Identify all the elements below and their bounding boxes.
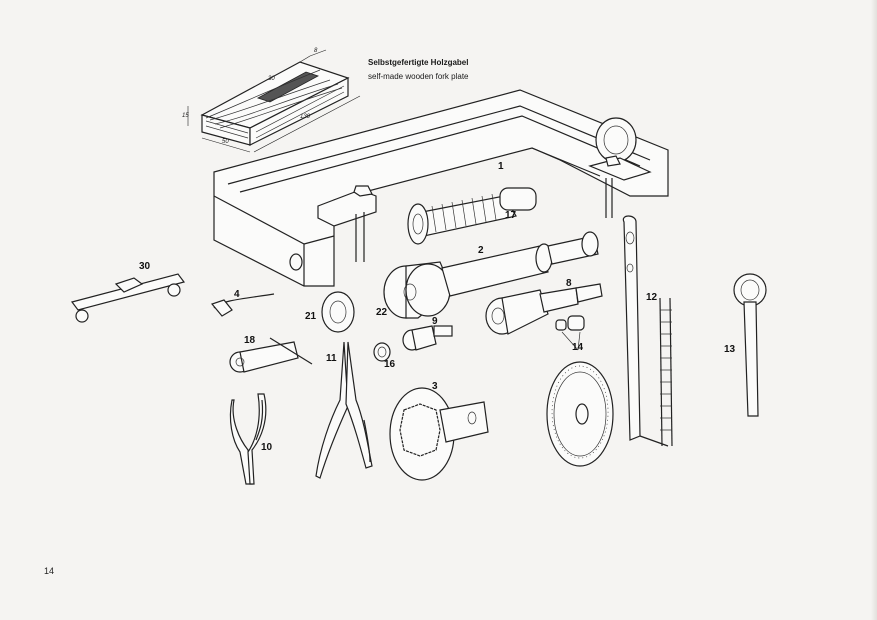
label-2: 2 [478, 245, 484, 256]
clutch-holder-tool [389, 387, 489, 481]
dimension-15: 15 [182, 113, 189, 119]
caption-german: Selbstgefertigte Holzgabel [368, 58, 469, 67]
label-18: 18 [244, 335, 256, 346]
frame-tool [213, 89, 669, 287]
label-9: 9 [432, 316, 438, 327]
gear-shaft-tool [407, 187, 537, 245]
degree-disc-tool [546, 315, 614, 467]
dimension-8: 8 [314, 48, 318, 54]
sleeve-tool [373, 342, 391, 362]
dimension-30: 30 [268, 76, 275, 82]
label-3: 3 [432, 381, 438, 392]
ring-spanner-tool [733, 273, 767, 417]
label-13: 13 [724, 344, 736, 355]
long-puller-tool [383, 231, 599, 319]
hook-tool [210, 293, 275, 317]
label-22: 22 [376, 307, 388, 318]
small-adapter-tool [402, 325, 453, 351]
label-14: 14 [572, 342, 584, 353]
t-socket-tool [229, 337, 313, 373]
label-4: 4 [234, 289, 240, 300]
label-8: 8 [566, 278, 572, 289]
circlip-pliers-large [315, 341, 373, 479]
wooden-fork-plate: 15 50 130 30 8 [182, 48, 361, 153]
label-30: 30 [139, 261, 151, 272]
caption-english: self-made wooden fork plate [368, 72, 469, 81]
chain-wrench-tool [622, 215, 673, 447]
dimension-50: 50 [222, 139, 229, 145]
bearing-puller-tool [485, 283, 603, 335]
label-16: 16 [384, 359, 396, 370]
ring-tool [321, 291, 355, 333]
label-17: 17 [505, 210, 517, 221]
circlip-pliers-small [229, 393, 267, 485]
flat-bar-tool [70, 273, 186, 323]
page-number: 14 [44, 566, 55, 576]
label-12: 12 [646, 292, 658, 303]
dimension-130: 130 [300, 114, 311, 120]
label-10: 10 [261, 442, 273, 453]
label-11: 11 [326, 353, 337, 364]
label-21: 21 [305, 311, 317, 322]
label-1: 1 [498, 161, 504, 172]
